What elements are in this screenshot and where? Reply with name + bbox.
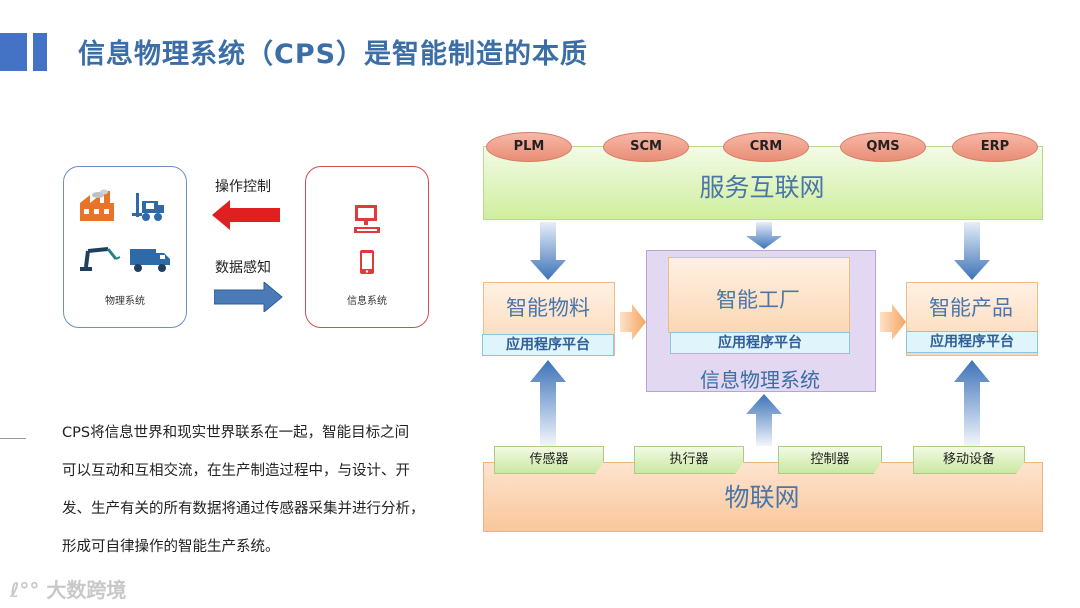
description-paragraph: CPS将信息世界和现实世界联系在一起，智能目标之间 可以互动和互相交流，在生产制…	[62, 414, 462, 566]
paragraph-line: 可以互动和互相交流，在生产制造过程中，与设计、开	[62, 463, 410, 479]
info-system-box: 信息系统	[305, 166, 429, 328]
factory-app-platform: 应用程序平台	[670, 332, 850, 354]
service-pill-scm: SCM	[603, 132, 689, 162]
smart-product-title: 智能产品	[929, 296, 1013, 320]
sensing-label: 数据感知	[215, 260, 271, 276]
physical-system-label: 物理系统	[105, 296, 145, 307]
control-label: 操作控制	[215, 179, 271, 195]
paragraph-line: 形成可自律操作的智能生产系统。	[62, 539, 280, 555]
info-system-label: 信息系统	[347, 296, 387, 307]
side-divider	[0, 438, 26, 439]
product-app-platform: 应用程序平台	[906, 331, 1038, 353]
smart-factory-title: 智能工厂	[716, 288, 800, 312]
service-pill-plm: PLM	[486, 132, 572, 162]
title-accent-bar	[0, 33, 27, 71]
service-pill-crm: CRM	[723, 132, 809, 162]
truck-icon	[130, 249, 170, 272]
up-arrow-factory	[746, 394, 782, 446]
watermark-logo-icon: ℓ°°	[10, 578, 47, 602]
robot-arm-icon	[80, 247, 121, 271]
device-tab-mobile: 移动设备	[913, 446, 1025, 474]
service-internet-title: 服务互联网	[699, 173, 825, 202]
right-arrow-factory-to-product	[880, 304, 906, 340]
control-arrow	[212, 200, 280, 230]
watermark: ℓ°° 大数跨境	[10, 574, 126, 603]
up-arrow-material	[530, 360, 566, 446]
service-pill-erp: ERP	[952, 132, 1038, 162]
up-arrow-product	[954, 360, 990, 446]
physical-system-box: 物理系统	[63, 166, 187, 328]
device-tab-controller: 控制器	[778, 446, 882, 474]
material-app-platform: 应用程序平台	[482, 334, 614, 356]
title-accent-bar-thin	[33, 33, 47, 71]
smart-material-title: 智能物料	[506, 296, 590, 320]
down-arrow-factory	[746, 222, 782, 249]
down-arrow-product	[954, 222, 990, 280]
device-tab-actuator: 执行器	[634, 446, 744, 474]
forklift-icon	[132, 193, 164, 221]
iot-title: 物联网	[724, 483, 800, 512]
computer-icon	[354, 205, 380, 233]
factory-icon	[80, 189, 114, 221]
phone-icon	[360, 250, 374, 274]
down-arrow-material	[530, 222, 566, 280]
right-arrow-material-to-factory	[620, 304, 646, 340]
paragraph-line: CPS将信息世界和现实世界联系在一起，智能目标之间	[62, 425, 410, 441]
device-tab-sensor: 传感器	[494, 446, 604, 474]
smart-factory-box	[668, 257, 850, 333]
watermark-text: 大数跨境	[46, 578, 127, 602]
page-title: 信息物理系统（CPS）是智能制造的本质	[78, 39, 589, 70]
cps-title: 信息物理系统	[700, 368, 820, 392]
sensing-arrow	[214, 282, 283, 312]
paragraph-line: 发、生产有关的所有数据将通过传感器采集并进行分析，	[62, 501, 425, 517]
service-pill-qms: QMS	[840, 132, 926, 162]
